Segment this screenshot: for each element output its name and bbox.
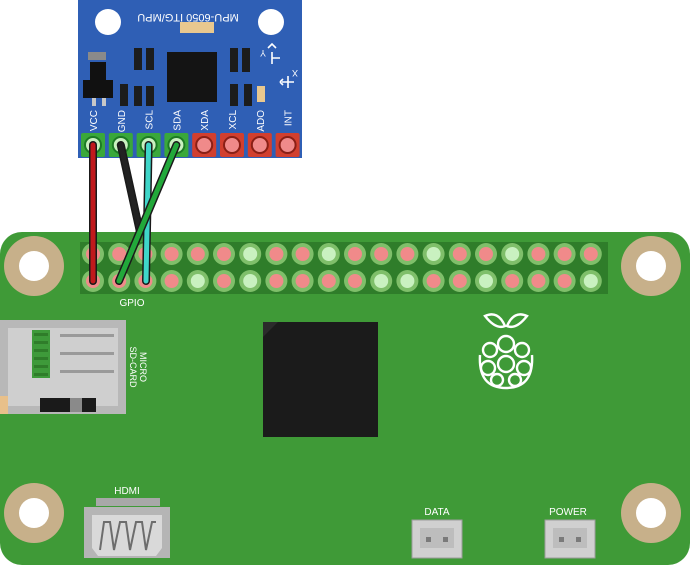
soc-chip [263, 322, 378, 437]
mpu-pin-label-int: INT [284, 110, 295, 126]
usb-power-port: POWER [544, 507, 596, 559]
mpu-pin-label-vcc: VCC [89, 110, 100, 131]
mpu-pin-label-ado: ADO [256, 110, 267, 132]
wire-gnd [118, 142, 143, 235]
hdmi-label: HDMI [114, 486, 140, 497]
usb-data-port: DATA [411, 507, 463, 559]
usb-data-label: DATA [424, 507, 450, 518]
mpu6050-board: MPU-6050 ITG/MPU Y X VCC GND SCL SDA XDA XCL A… [78, 0, 302, 158]
wires [89, 141, 181, 285]
mpu-pin-label-sda: SDA [172, 110, 183, 131]
axis-y-label: Y [260, 48, 266, 58]
raspberry-pi-zero-board: GPIO MICRO SD-CARD [0, 232, 690, 565]
sd-label-sdcard: SD-CARD [128, 346, 138, 388]
micro-sd-slot: MICRO SD-CARD [0, 320, 148, 414]
mpu-pin-label-scl: SCL [145, 110, 156, 130]
gpio-header: GPIO [80, 242, 608, 309]
mpu-pin-label-xda: XDA [200, 110, 211, 131]
mpu-pin-label-xcl: XCL [228, 110, 239, 130]
gpio-pins [82, 243, 602, 292]
mounting-hole-top-left [4, 236, 64, 296]
hdmi-port: HDMI [84, 486, 170, 558]
gpio-label: GPIO [119, 298, 144, 309]
mpu-mounting-hole-left [95, 9, 121, 35]
mounting-hole-bottom-right [621, 483, 681, 543]
wire-sda [116, 142, 179, 284]
voltage-regulator [83, 80, 113, 98]
mounting-hole-top-right [621, 236, 681, 296]
mpu-chip [167, 52, 217, 102]
raspberry-logo-icon [478, 313, 534, 390]
mpu-pin-labels: VCC GND SCL SDA XDA XCL ADO INT [89, 110, 295, 133]
axis-x-label: X [292, 68, 298, 78]
sd-label-micro: MICRO [138, 352, 148, 382]
axis-indicator-icon [267, 42, 294, 88]
mpu-mounting-hole-right [258, 9, 284, 35]
mounting-hole-bottom-left [4, 483, 64, 543]
mpu-pin-label-gnd: GND [117, 110, 128, 132]
smd-resistor [120, 84, 128, 106]
mpu-pin-pads [81, 133, 300, 157]
mpu-capacitor [180, 22, 214, 33]
usb-power-label: POWER [549, 507, 587, 518]
mpu-title: MPU-6050 ITG/MPU [137, 11, 239, 23]
sd-card-edge [40, 398, 96, 412]
